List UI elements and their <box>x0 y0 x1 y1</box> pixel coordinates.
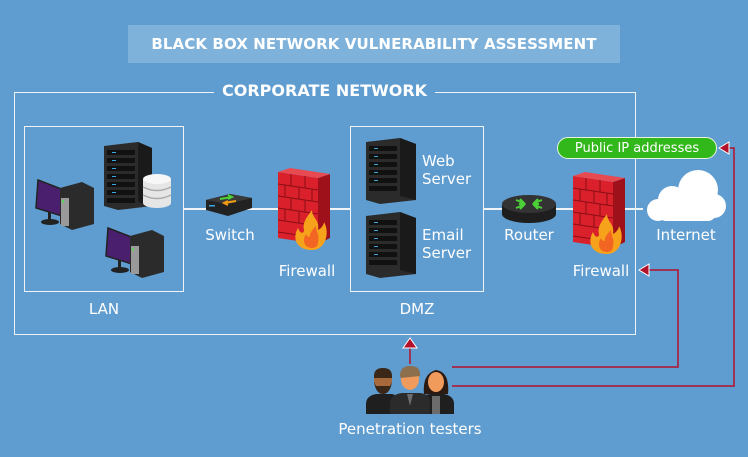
firewall-icon <box>277 168 330 250</box>
public-ip-addresses-badge: Public IP addresses <box>557 137 717 159</box>
database-icon <box>142 174 172 208</box>
diagram-title: BLACK BOX NETWORK VULNERABILITY ASSESSME… <box>128 25 620 63</box>
web-server-label: Web Server <box>422 152 471 188</box>
firewall-icon <box>572 172 625 254</box>
web-server-label-line2: Server <box>422 170 472 188</box>
email-server-icon <box>366 212 416 278</box>
cloud-icon <box>647 170 726 221</box>
web-server-label-line1: Web <box>422 152 455 170</box>
arrowhead-up-icon <box>402 337 418 349</box>
lan-to-dmz-link <box>184 208 350 210</box>
router-label: Router <box>504 226 554 244</box>
testers-to-public-ip-path <box>452 147 735 387</box>
workstation-icon <box>105 226 164 278</box>
lan-zone <box>24 126 184 292</box>
lan-label: LAN <box>88 300 120 318</box>
email-server-label: Email Server <box>422 226 471 262</box>
router-icon <box>502 195 556 223</box>
external-firewall-label: Firewall <box>572 262 630 280</box>
dmz-to-internet-link <box>483 208 643 210</box>
web-server-icon <box>366 138 416 204</box>
penetration-testers-label: Penetration testers <box>338 420 482 438</box>
internet-label: Internet <box>656 226 716 244</box>
arrowhead-left-icon <box>638 263 650 277</box>
dmz-label: DMZ <box>399 300 435 318</box>
switch-icon <box>206 194 252 216</box>
email-server-label-line2: Server <box>422 244 472 262</box>
email-server-label-line1: Email <box>422 226 464 244</box>
testers-to-firewall-path <box>452 269 679 368</box>
dmz-zone <box>350 126 484 292</box>
server-rack-icon <box>104 142 152 210</box>
switch-label: Switch <box>205 226 255 244</box>
penetration-testers-icon <box>366 366 454 414</box>
workstation-icon <box>35 178 94 230</box>
corporate-network-label: CORPORATE NETWORK <box>214 80 436 102</box>
internal-firewall-label: Firewall <box>278 262 336 280</box>
arrowhead-left-icon <box>718 141 730 155</box>
